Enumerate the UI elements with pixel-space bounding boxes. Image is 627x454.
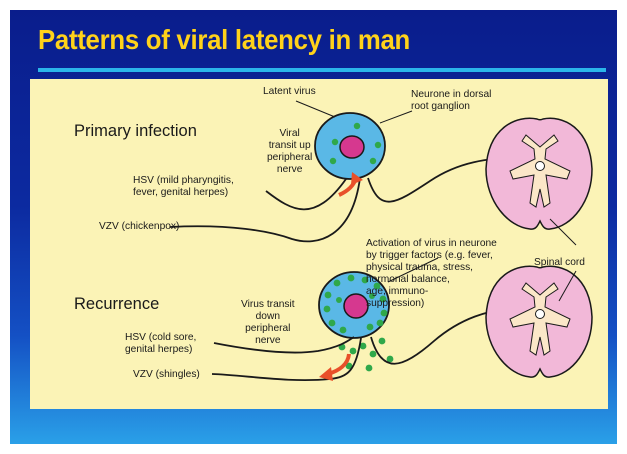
spinal-cord-label: Spinal cord bbox=[534, 257, 585, 269]
primary-neurone bbox=[315, 113, 385, 179]
activation-label: Activation of virus in neurone by trigge… bbox=[366, 238, 497, 310]
slide: Patterns of viral latency in man bbox=[10, 10, 617, 444]
recurrence-hsv-label: HSV (cold sore, genital herpes) bbox=[125, 332, 196, 356]
primary-hsv-label: HSV (mild pharyngitis, fever, genital he… bbox=[133, 175, 234, 199]
spinal-cord-lower bbox=[486, 266, 592, 377]
recurrence-heading: Recurrence bbox=[74, 295, 159, 314]
diagram-panel: Primary infection Latent virus Neurone i… bbox=[30, 79, 608, 409]
viral-transit-up-label: Viral transit up peripheral nerve bbox=[267, 128, 312, 176]
latent-virus-label: Latent virus bbox=[263, 86, 316, 98]
primary-vzv-label: VZV (chickenpox) bbox=[99, 221, 179, 233]
recurrence-vzv-label: VZV (shingles) bbox=[133, 369, 200, 381]
primary-infection-heading: Primary infection bbox=[74, 122, 197, 141]
title-underline bbox=[38, 68, 606, 72]
virus-transit-down-label: Virus transit down peripheral nerve bbox=[241, 299, 295, 347]
spinal-cord-upper bbox=[486, 118, 592, 229]
slide-title: Patterns of viral latency in man bbox=[38, 24, 410, 56]
neurone-label: Neurone in dorsal root ganglion bbox=[411, 89, 491, 113]
